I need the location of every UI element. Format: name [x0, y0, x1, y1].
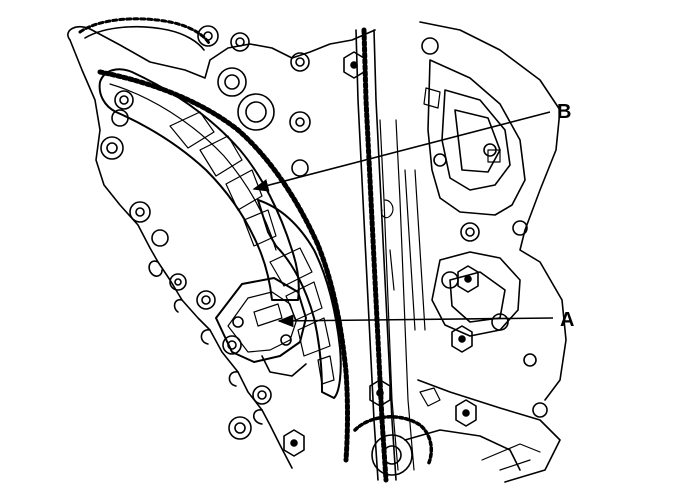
callout-a-leader	[277, 314, 554, 328]
callout-b-leader	[252, 111, 551, 192]
housing-details	[381, 87, 541, 471]
timing-chain	[97, 27, 415, 483]
callout-a-label: A	[560, 309, 575, 331]
callout-b-label: B	[557, 101, 572, 123]
bolt-holes	[100, 25, 548, 440]
crankshaft-sprocket	[353, 415, 434, 476]
chain-tensioner	[257, 199, 342, 399]
engine-block-outline	[67, 21, 567, 483]
camshaft-sprocket	[78, 17, 212, 51]
